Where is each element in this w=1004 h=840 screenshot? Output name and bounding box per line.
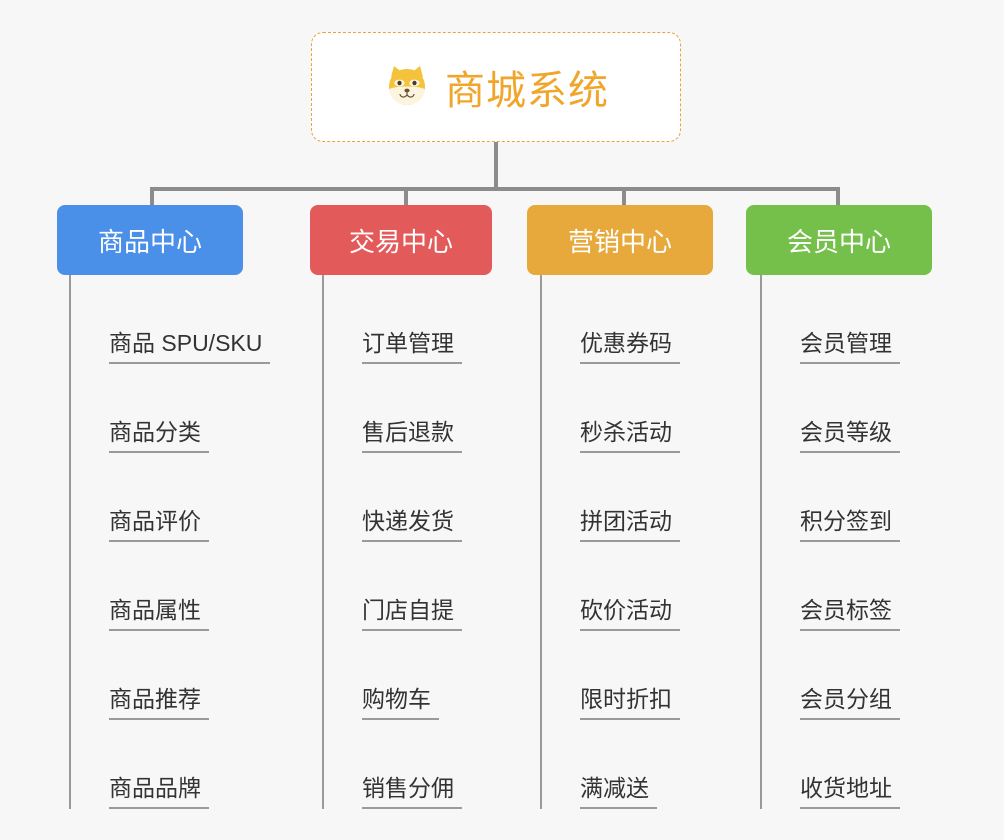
leaf-list-2: 订单管理 售后退款 快递发货 门店自提 购物车 销售分佣: [324, 275, 462, 809]
leaf-item[interactable]: 商品推荐: [71, 631, 270, 720]
root-node[interactable]: 商城系统: [311, 32, 681, 142]
category-label: 交易中心: [348, 226, 453, 257]
leaf-item[interactable]: 快递发货: [324, 453, 462, 542]
leaf-label: 销售分佣: [362, 775, 462, 809]
leaf-list-4: 会员管理 会员等级 积分签到 会员标签 会员分组 收货地址: [762, 275, 900, 809]
leaf-item[interactable]: 拼团活动: [542, 453, 680, 542]
leaf-item[interactable]: 满减送: [542, 720, 680, 809]
leaf-item[interactable]: 销售分佣: [324, 720, 462, 809]
category-box-3[interactable]: 营销中心: [527, 205, 713, 275]
leaf-item[interactable]: 秒杀活动: [542, 364, 680, 453]
leaf-label: 会员标签: [800, 597, 900, 631]
leaf-label: 订单管理: [362, 330, 462, 364]
branch-spine: [760, 275, 762, 809]
leaf-label: 商品属性: [109, 597, 209, 631]
leaf-label: 商品 SPU/SKU: [109, 330, 271, 364]
leaf-label: 满减送: [580, 775, 657, 809]
leaf-item[interactable]: 售后退款: [324, 364, 462, 453]
category-label: 商品中心: [97, 226, 202, 257]
leaf-item[interactable]: 会员等级: [762, 364, 900, 453]
leaf-item[interactable]: 商品属性: [71, 542, 270, 631]
leaf-label: 会员等级: [800, 419, 900, 453]
leaf-label: 拼团活动: [580, 508, 680, 542]
leaf-label: 积分签到: [800, 508, 900, 542]
leaf-item[interactable]: 门店自提: [324, 542, 462, 631]
leaf-label: 秒杀活动: [580, 419, 680, 453]
connector-horizontal-bus: [150, 187, 840, 191]
category-label: 会员中心: [786, 226, 891, 257]
branch-spine: [69, 275, 71, 809]
leaf-item[interactable]: 砍价活动: [542, 542, 680, 631]
leaf-item[interactable]: 购物车: [324, 631, 462, 720]
branch-spine: [540, 275, 542, 809]
leaf-item[interactable]: 优惠券码: [542, 275, 680, 364]
leaf-label: 售后退款: [362, 419, 462, 453]
leaf-label: 砍价活动: [580, 597, 680, 631]
leaf-item[interactable]: 积分签到: [762, 453, 900, 542]
shiba-dog-face-icon: [383, 63, 431, 111]
connector-drop-4: [836, 187, 840, 207]
connector-root-stem: [494, 142, 498, 189]
leaf-item[interactable]: 会员标签: [762, 542, 900, 631]
category-box-1[interactable]: 商品中心: [57, 205, 243, 275]
leaf-label: 优惠券码: [580, 330, 680, 364]
leaf-item[interactable]: 商品 SPU/SKU: [71, 275, 271, 364]
branch-spine: [322, 275, 324, 809]
connector-drop-2: [404, 187, 408, 207]
category-label: 营销中心: [567, 226, 672, 257]
leaf-item[interactable]: 会员管理: [762, 275, 900, 364]
leaf-label: 购物车: [362, 686, 439, 720]
leaf-item[interactable]: 会员分组: [762, 631, 900, 720]
leaf-item[interactable]: 订单管理: [324, 275, 462, 364]
leaf-item[interactable]: 收货地址: [762, 720, 900, 809]
leaf-label: 收货地址: [800, 775, 900, 809]
leaf-label: 门店自提: [362, 597, 462, 631]
root-title: 商城系统: [445, 69, 609, 113]
leaf-list-3: 优惠券码 秒杀活动 拼团活动 砍价活动 限时折扣 满减送: [542, 275, 680, 809]
leaf-label: 会员分组: [800, 686, 900, 720]
leaf-item[interactable]: 限时折扣: [542, 631, 680, 720]
category-box-4[interactable]: 会员中心: [746, 205, 932, 275]
leaf-label: 快递发货: [362, 508, 462, 542]
leaf-label: 商品推荐: [109, 686, 209, 720]
leaf-item[interactable]: 商品品牌: [71, 720, 270, 809]
leaf-label: 会员管理: [800, 330, 900, 364]
leaf-item[interactable]: 商品评价: [71, 453, 270, 542]
connector-drop-1: [150, 187, 154, 207]
leaf-label: 限时折扣: [580, 686, 680, 720]
category-box-2[interactable]: 交易中心: [310, 205, 492, 275]
leaf-label: 商品分类: [109, 419, 209, 453]
leaf-label: 商品品牌: [109, 775, 209, 809]
connector-drop-3: [622, 187, 626, 207]
leaf-list-1: 商品 SPU/SKU 商品分类 商品评价 商品属性 商品推荐 商品品牌: [71, 275, 271, 809]
leaf-label: 商品评价: [109, 508, 209, 542]
leaf-item[interactable]: 商品分类: [71, 364, 270, 453]
